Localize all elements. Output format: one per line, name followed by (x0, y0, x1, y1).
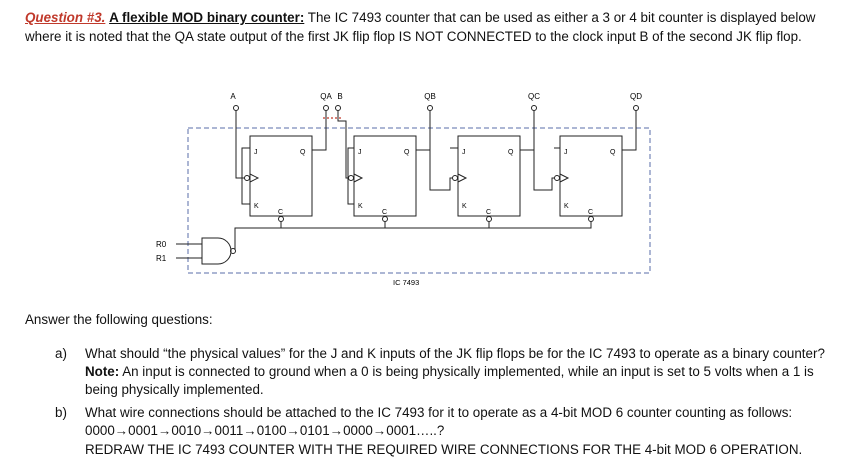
pin-qb (427, 105, 433, 111)
ff3-k: K (462, 203, 467, 210)
flip-flop-4 (559, 135, 623, 217)
reset-label-r0: R0 (156, 240, 167, 249)
nand-bubble (230, 248, 236, 254)
question-a-label: a) (55, 346, 67, 361)
ff1-c: C (278, 209, 283, 216)
ff2-c: C (382, 209, 387, 216)
answer-heading: Answer the following questions: (25, 312, 213, 327)
pin-qa (323, 105, 329, 111)
ff1-clock-triangle (249, 173, 260, 183)
question-a-note-text: An input is connected to ground when a 0… (85, 364, 814, 397)
redraw-instruction: REDRAW THE IC 7493 COUNTER WITH THE REQU… (85, 442, 803, 457)
ff4-c: C (588, 209, 593, 216)
ff1-k: K (254, 203, 259, 210)
ff1-j: J (254, 149, 258, 156)
ff4-q: Q (610, 149, 616, 156)
question-a: a) What should “the physical values” for… (55, 345, 835, 401)
question-b-text: What wire connections should be attached… (85, 405, 793, 438)
pin-label-qc: QC (528, 92, 540, 101)
pin-qd (633, 105, 639, 111)
pin-label-qa: QA (320, 92, 332, 101)
ic-wiring (176, 111, 637, 259)
question-b-label: b) (55, 405, 67, 420)
ff3-clock-bubble (452, 175, 458, 181)
ff1-q: Q (300, 149, 306, 156)
pin-b (335, 105, 341, 111)
question-a-text: What should “the physical values” for th… (85, 346, 825, 361)
question-title: A flexible MOD binary counter: (109, 10, 305, 25)
ff4-j: J (564, 149, 568, 156)
question-a-note-label: Note: (85, 364, 120, 379)
ic7493-diagram: A QA B QB QC QD J Q K C J Q K C J Q K C … (156, 92, 651, 287)
pin-label-a: A (230, 92, 236, 101)
question-text: The IC 7493 counter that can be used as … (25, 10, 816, 44)
ff4-k: K (564, 203, 569, 210)
ff1-clock-bubble (244, 175, 250, 181)
flip-flop-1 (249, 135, 313, 217)
ff2-clock-bubble (348, 175, 354, 181)
question-paragraph: Question #3. A flexible MOD binary count… (25, 8, 825, 46)
ff2-k: K (358, 203, 363, 210)
ff3-clock-triangle (457, 173, 468, 183)
ff4-clock-triangle (559, 173, 570, 183)
ff4-clock-bubble (554, 175, 560, 181)
ff2-j: J (358, 149, 362, 156)
ff2-clear-bubble (382, 216, 388, 222)
flip-flop-2 (353, 135, 417, 217)
pin-label-qd: QD (630, 92, 642, 101)
ff3-j: J (462, 149, 466, 156)
ff3-clear-bubble (486, 216, 492, 222)
reset-label-r1: R1 (156, 254, 167, 263)
ff3-q: Q (508, 149, 514, 156)
nand-gate (201, 237, 232, 265)
flip-flop-3 (457, 135, 521, 217)
pin-a (233, 105, 239, 111)
pin-label-qb: QB (424, 92, 436, 101)
question-number: Question #3. (25, 10, 106, 25)
ff2-q: Q (404, 149, 410, 156)
pin-label-b: B (337, 92, 342, 101)
question-a-body: What should “the physical values” for th… (85, 345, 825, 399)
ff4-clear-bubble (588, 216, 594, 222)
ff1-clear-bubble (278, 216, 284, 222)
ic-label: IC 7493 (393, 278, 419, 287)
question-b: b) What wire connections should be attac… (55, 404, 835, 442)
pin-qc (531, 105, 537, 111)
ff3-c: C (486, 209, 491, 216)
ff2-clock-triangle (353, 173, 364, 183)
